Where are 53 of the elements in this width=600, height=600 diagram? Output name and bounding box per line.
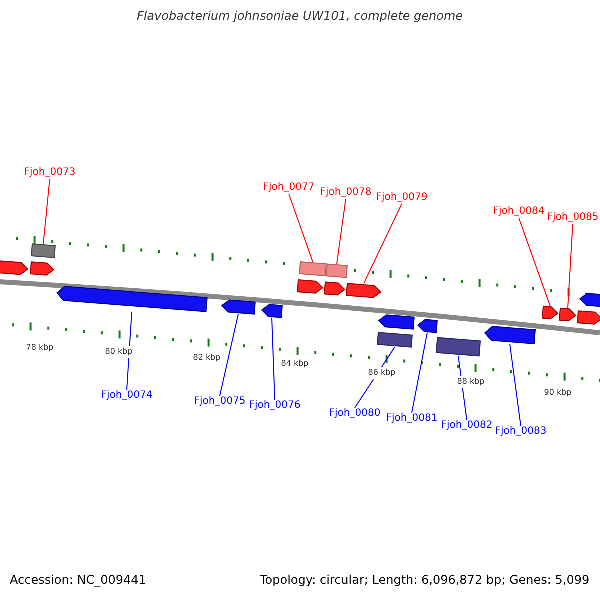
gene-shape [0,260,29,276]
gene-box [299,261,327,277]
gene-label: Fjoh_0077 [263,182,315,194]
gene-box [377,332,413,348]
gene-box [436,337,482,357]
gene-label: Fjoh_0079 [376,192,428,204]
gene-label: Fjoh_0084 [493,206,545,218]
scale-label: 84 kbp [281,358,309,370]
gene-shape [324,282,346,296]
gene-shape [30,262,55,276]
leader-line [518,218,551,307]
scale-label: 80 kbp [105,346,133,358]
gene-shape [297,280,324,294]
leader-line [364,204,402,284]
scale-label: 90 kbp [544,387,572,399]
gene-shape [221,300,256,315]
gene-shape [346,283,382,298]
leader-line [288,194,314,262]
gene-shape [261,304,283,318]
leader-line [336,198,346,265]
gene-label: Fjoh_0081 [386,413,438,425]
footer-text: Accession: NC_009441 [10,574,146,586]
leader-line [568,224,574,309]
gene-box [326,264,348,278]
leader-line [220,314,239,396]
scale-label: 82 kbp [193,352,221,364]
gene-label: Fjoh_0074 [101,390,153,402]
gene-label: Fjoh_0080 [329,408,381,420]
scale-label: 78 kbp [26,342,54,354]
gene-label: Fjoh_0073 [24,167,76,179]
scale-label: 86 kbp [368,367,396,379]
gene-label: Fjoh_0075 [194,396,246,408]
gene-shape [484,326,536,344]
gene-shape [417,319,438,334]
gene-label: Fjoh_0078 [320,187,372,199]
gene-shape [56,286,208,312]
scale-label: 88 kbp [457,376,485,388]
gene-shape [577,310,600,325]
gene-label: Fjoh_0076 [249,400,301,412]
gene-shape [542,306,559,320]
gene-label: Fjoh_0085 [547,212,599,224]
leader-line [510,343,522,426]
leader-line [412,332,428,414]
gene-shape [579,293,600,308]
footer-text: Topology: circular; Length: 6,096,872 bp; Genes: 5,099 [260,574,590,586]
gene-shape [559,308,577,322]
gene-label: Fjoh_0082 [441,420,493,432]
gene-box [31,244,56,258]
gene-label: Fjoh_0083 [495,426,547,438]
leader-line [272,317,276,400]
title: Flavobacterium johnsoniae UW101, complete genome [136,10,464,22]
gene-shape [378,314,415,330]
leader-line [43,178,50,245]
